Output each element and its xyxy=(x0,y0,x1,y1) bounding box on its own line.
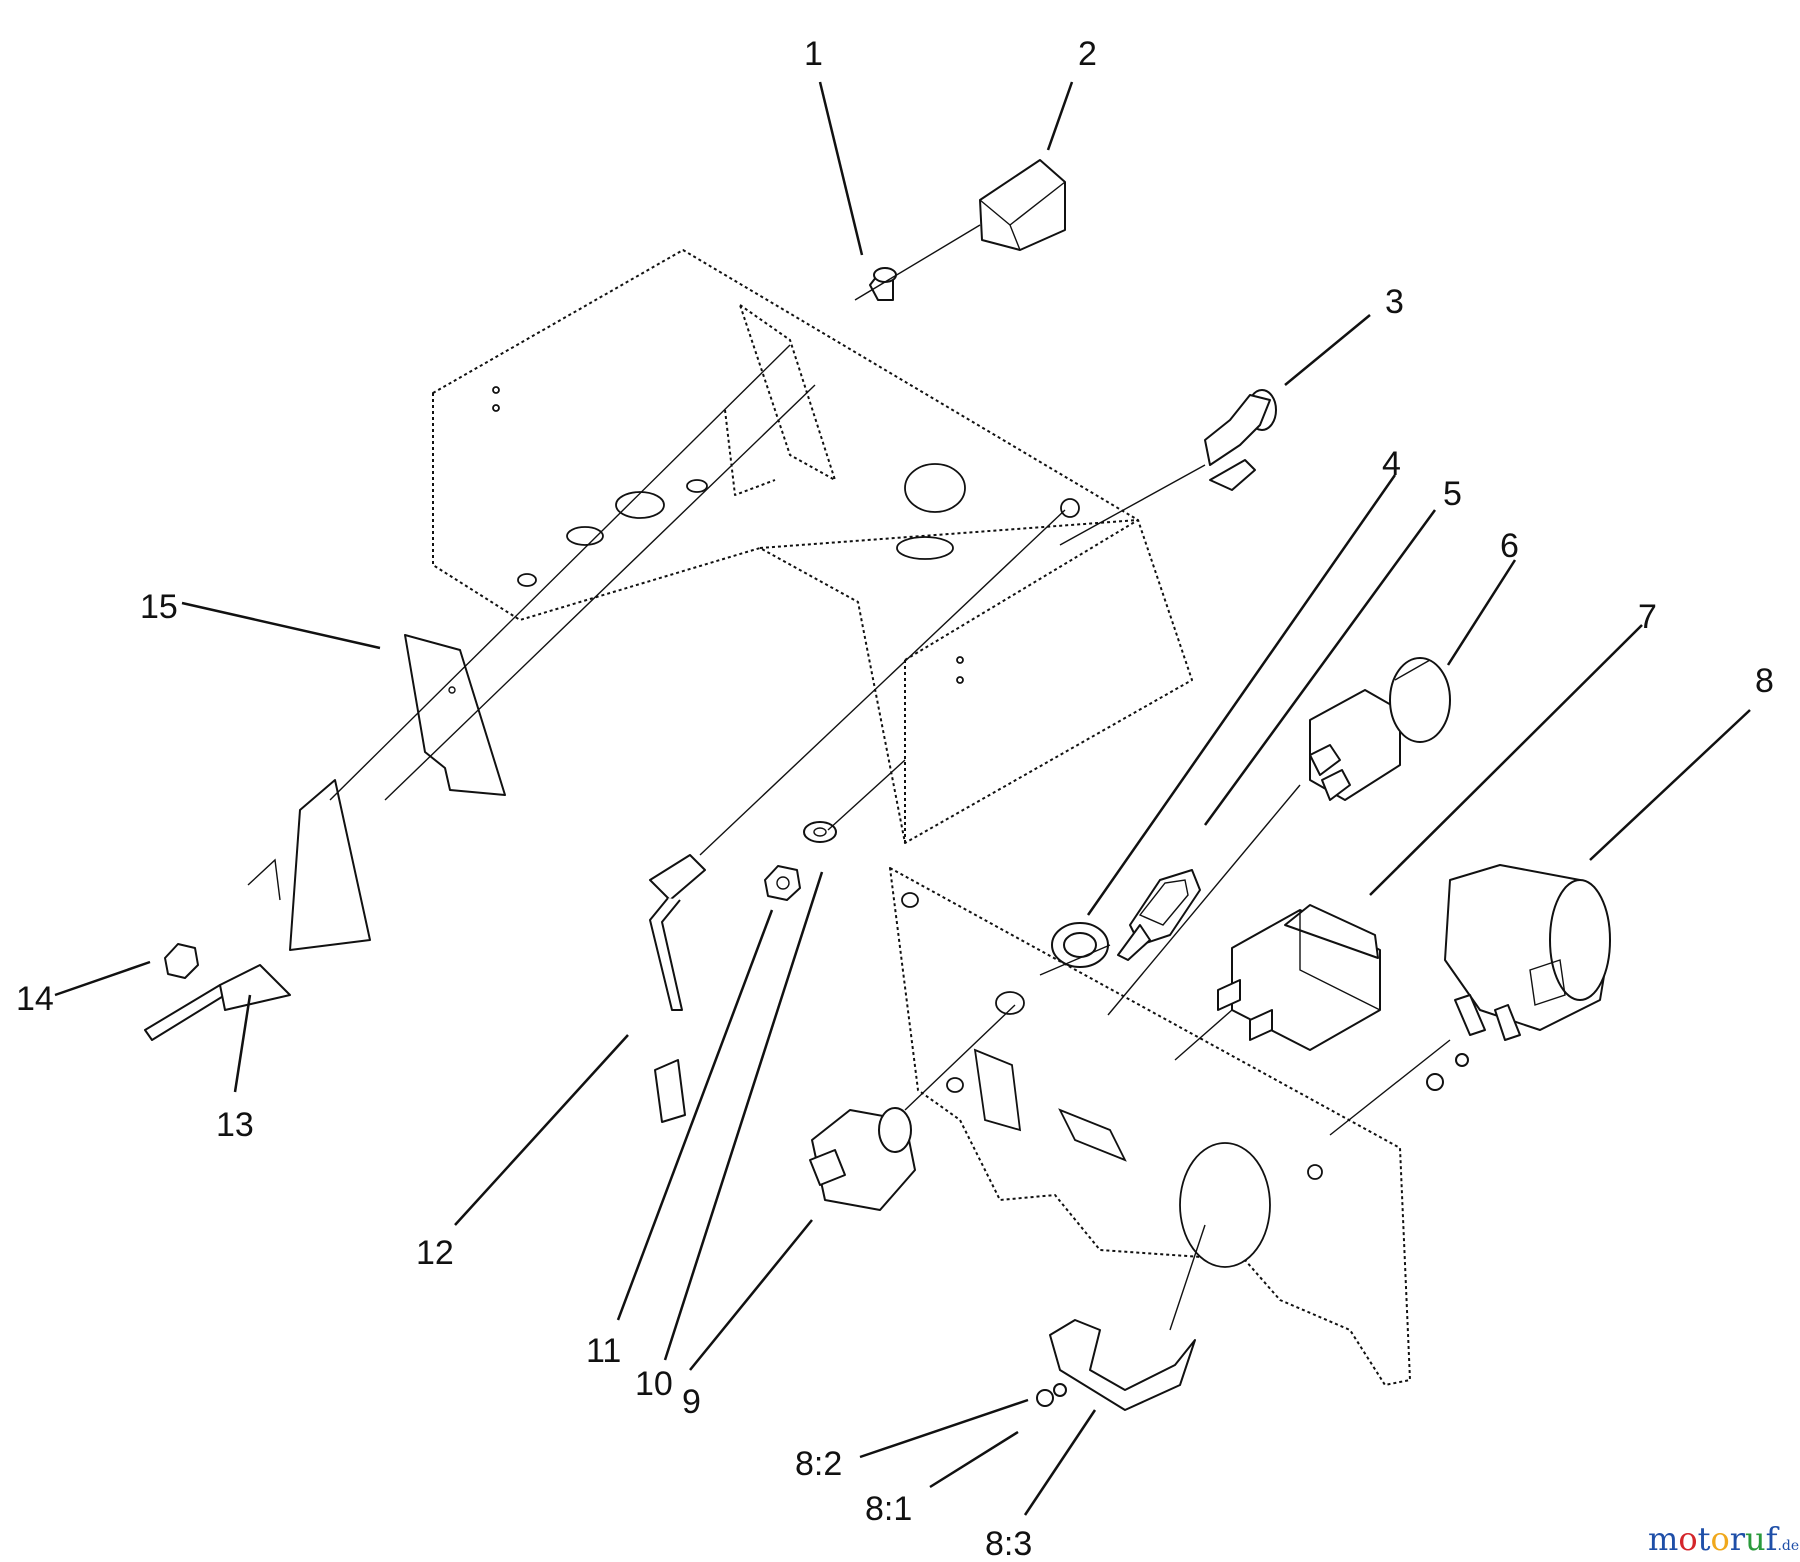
knob-part-2 xyxy=(979,159,1066,251)
callout-3: 3 xyxy=(1385,283,1404,321)
washer-part-10 xyxy=(803,821,837,843)
callout-15: 15 xyxy=(140,588,178,626)
callout-6: 6 xyxy=(1500,527,1519,565)
callout-2: 2 xyxy=(1078,35,1097,73)
dash-housing xyxy=(432,249,1193,844)
harness-part-12 xyxy=(649,854,706,1123)
callout-7: 7 xyxy=(1638,598,1657,636)
switch-part-9 xyxy=(809,1107,916,1211)
shaft-part-13 xyxy=(144,779,371,1041)
callout-13: 13 xyxy=(216,1106,254,1144)
watermark-logo: motoruf.de xyxy=(1648,1520,1799,1558)
key-part-5 xyxy=(1117,869,1201,961)
callout-14: 14 xyxy=(16,980,54,1018)
gauge-part-8 xyxy=(1444,864,1611,1041)
callout-5: 5 xyxy=(1443,475,1462,513)
callout-11: 11 xyxy=(586,1332,621,1370)
leader-lines xyxy=(54,81,1751,1516)
switch-part-6 xyxy=(1309,657,1451,801)
callout-labels: 1 2 3 4 5 6 7 8 9 10 11 12 13 14 15 8:2 … xyxy=(16,35,1774,1562)
callout-1: 1 xyxy=(804,35,823,73)
callout-8-1: 8:1 xyxy=(865,1490,912,1528)
callout-8-2: 8:2 xyxy=(795,1445,842,1483)
callout-9: 9 xyxy=(682,1383,701,1421)
nut-part-14 xyxy=(164,943,199,979)
watermark-letter: o xyxy=(1710,1520,1729,1558)
grommet-part-4 xyxy=(1051,922,1109,968)
watermark-letter: r xyxy=(1730,1520,1746,1558)
callout-10: 10 xyxy=(635,1365,673,1403)
plate-part-15 xyxy=(404,634,506,796)
watermark-suffix: .de xyxy=(1777,1538,1799,1554)
indicator-part-3 xyxy=(1204,389,1277,491)
hardware-part-8-1-8-2 xyxy=(1036,1053,1469,1407)
watermark-letter: f xyxy=(1766,1520,1780,1558)
svg-text:motoruf.de: motoruf.de xyxy=(1648,1520,1799,1558)
callout-4: 4 xyxy=(1382,445,1401,483)
watermark-letter: u xyxy=(1745,1520,1766,1558)
nut-part-11 xyxy=(764,865,801,901)
watermark-letter: m xyxy=(1648,1520,1678,1558)
assembly-lines xyxy=(329,224,1451,1331)
callout-8-3: 8:3 xyxy=(985,1525,1032,1562)
callout-12: 12 xyxy=(416,1234,454,1272)
watermark-letter: o xyxy=(1678,1520,1697,1558)
watermark-letter: t xyxy=(1698,1520,1711,1558)
bracket-part-8-3 xyxy=(1049,1319,1196,1411)
callout-8: 8 xyxy=(1755,662,1774,700)
relay-part-7 xyxy=(1217,904,1381,1051)
control-panel xyxy=(889,867,1411,1386)
